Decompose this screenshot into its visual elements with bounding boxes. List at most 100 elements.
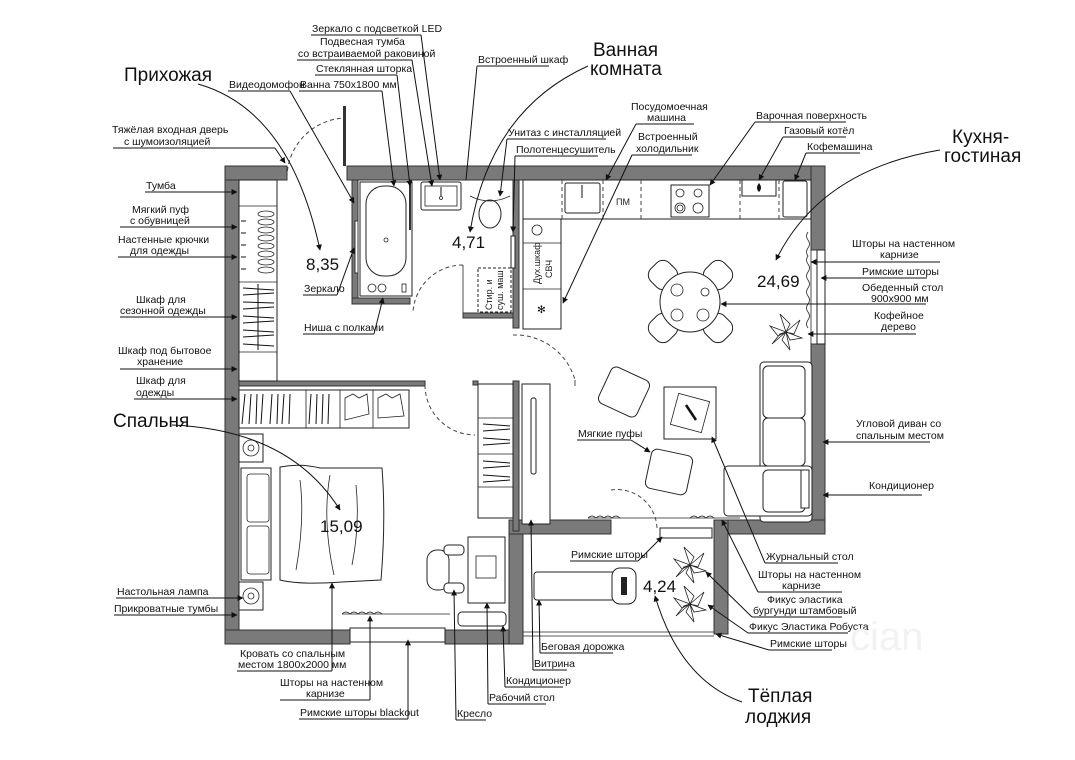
label-chair: Кресло [457,708,492,720]
label-sofa-2: спальным местом [856,430,944,442]
room-name-hallway: Прихожая [124,65,212,86]
room-name-loggia-2: лоджия [745,707,811,728]
room-name-bathroom-1: Ванная [593,40,658,61]
label-clothes-2: одежды [136,387,174,399]
label-ficus1-1: Фикус эластика [767,594,843,606]
label-mirror: Зеркало [304,283,345,295]
label-table-2: 900х900 мм [871,293,929,305]
room-area-bedroom: 15,09 [320,517,363,536]
label-ficus2: Фикус Эластика Робуста [749,621,869,633]
hooks-icon [241,220,246,270]
label-coffee-tree-2: дерево [881,321,916,333]
shirt-icon [344,393,370,421]
oven-label-1: Дух.шкаф [532,242,542,284]
label-pouf-2: с обувницей [130,215,190,227]
bathroom-fixtures: Стир. и суш. маш [354,181,516,313]
ficus-burgundy-icon [672,546,708,584]
label-bed-2: местом 1800х2000 мм [238,659,346,671]
label-vanity-1: Подвесная тумба [320,36,405,48]
label-curtains-1: Шторы на настенном [852,238,955,250]
label-ac-b: Кондиционер [506,675,571,687]
label-toilet: Унитаз с инсталляцией [508,127,621,139]
hangers-icon [241,393,330,425]
room-name-loggia-1: Тёплая [748,686,812,707]
label-storage-1: Шкаф под бытовое [118,345,212,357]
room-name-bathroom-2: комната [590,59,662,80]
label-season-2: сезонной одежды [120,305,206,317]
label-sofa-1: Угловой диван со [856,418,941,430]
room-name-kitchen-2: гостиная [944,146,1021,167]
label-roman2: Римские шторы [770,638,847,650]
label-curtains2-2: карнизе [782,580,821,592]
room-area-kitchen: 24,69 [757,272,800,291]
bedroom-furniture [238,383,551,643]
hallway-furniture [238,106,346,382]
label-pouf-1: Мягкий пуф [132,204,189,216]
label-door-1: Тяжёлая входная дверь [112,124,229,136]
label-door-2: с шумоизоляцией [124,136,210,148]
label-showcase: Витрина [534,658,575,670]
label-boiler: Газовый котёл [784,125,854,137]
label-vanity-2: со встраиваемой раковиной [298,48,435,60]
washer-label-1: Стир. и [484,279,494,310]
labels-left: Тяжёлая входная дверь с шумоизоляцией Ту… [112,124,286,618]
label-towel-rail: Полотенцесушитель [516,144,616,156]
label-coffee-tree-1: Кофейное [874,310,924,322]
label-fridge-2: холодильник [636,143,699,155]
oven-label-2: СВЧ [544,260,554,278]
label-ac: Кондиционер [869,480,934,492]
sweater-icon [377,393,405,419]
dishwasher-short-label: ПМ [616,197,630,207]
label-roman-blackout: Римские шторы blackout [300,707,419,719]
label-dishwasher-1: Посудомоечная [631,101,708,113]
label-ficus1-2: бургунди штамбовый [753,605,857,617]
label-curtains-b-1: Шторы на настенном [280,677,383,689]
labels-inner: Зеркало Ниша с полками Мягкие пуфы Римск… [303,247,663,562]
label-cabinet: Тумба [146,180,176,192]
loggia-furniture [523,527,714,637]
corner-sofa [723,361,813,523]
flame-icon [757,183,761,192]
label-bed-1: Кровать со спальным [240,648,345,660]
room-area-hallway: 8,35 [306,255,339,274]
label-storage-2: хранение [137,356,183,368]
label-hooks-1: Настенные крючки [118,234,209,246]
room-area-loggia: 4,24 [643,577,676,596]
label-roman: Римские шторы [862,266,939,278]
label-clothes-1: Шкаф для [136,375,186,387]
label-table-1: Обеденный стол [862,282,943,294]
snowflake-icon: ✻ [537,304,546,316]
label-curtains-b-2: карнизе [306,688,345,700]
label-treadmill: Беговая дорожка [541,641,624,653]
labels-right: Шторы на настенном карнизе Римские шторы… [705,238,955,651]
room-name-kitchen-1: Кухня- [952,127,1009,148]
label-niche: Ниша с полками [304,322,384,334]
room-area-bathroom: 4,71 [452,233,485,252]
label-fridge-1: Встроенный [638,131,698,143]
label-season-1: Шкаф для [136,294,186,306]
label-builtin-wardrobe: Встроенный шкаф [478,54,569,66]
watermark-logo: cian [850,615,923,659]
label-soft-poufs: Мягкие пуфы [578,428,642,440]
hangers-icon [242,284,275,350]
label-desk: Рабочий стол [489,692,555,704]
label-hob: Варочная поверхность [756,110,867,122]
washer-label-2: суш. маш [495,270,505,310]
label-lamp: Настольная лампа [117,586,209,598]
coffee-tree-icon [768,313,804,351]
label-intercom: Видеодомофон [229,79,305,91]
hangers-icon [482,423,511,483]
shoes-icon [257,210,275,274]
room-name-bedroom: Спальня [113,411,189,432]
kitchen-fixtures: ПМ Дух.шкаф СВЧ ✻ [512,179,826,531]
label-coffee-table: Журнальный стол [766,551,854,563]
label-curtains2-1: Шторы на настенном [758,569,861,581]
ficus-robusta-icon [672,585,708,623]
label-mirror-led: Зеркало с подсветкой LED [312,23,442,35]
labels-bottom: Кровать со спальным местом 1800х2000 мм … [237,519,624,721]
label-curtains-2: карнизе [880,249,919,261]
label-glass-screen: Стеклянная шторка [316,63,412,75]
labels-top: Зеркало с подсветкой LED Подвесная тумба… [228,23,873,304]
label-roman-blinds-loggia: Римские шторы [571,549,648,561]
